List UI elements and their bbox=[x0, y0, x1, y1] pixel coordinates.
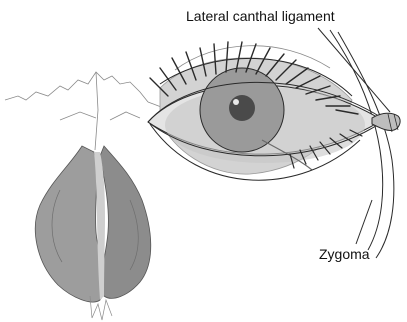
pupil bbox=[229, 95, 255, 121]
nasal-bones bbox=[35, 146, 150, 320]
label-zygoma: Zygoma bbox=[319, 247, 370, 261]
label-lateral-canthal-ligament: Lateral canthal ligament bbox=[186, 9, 335, 23]
